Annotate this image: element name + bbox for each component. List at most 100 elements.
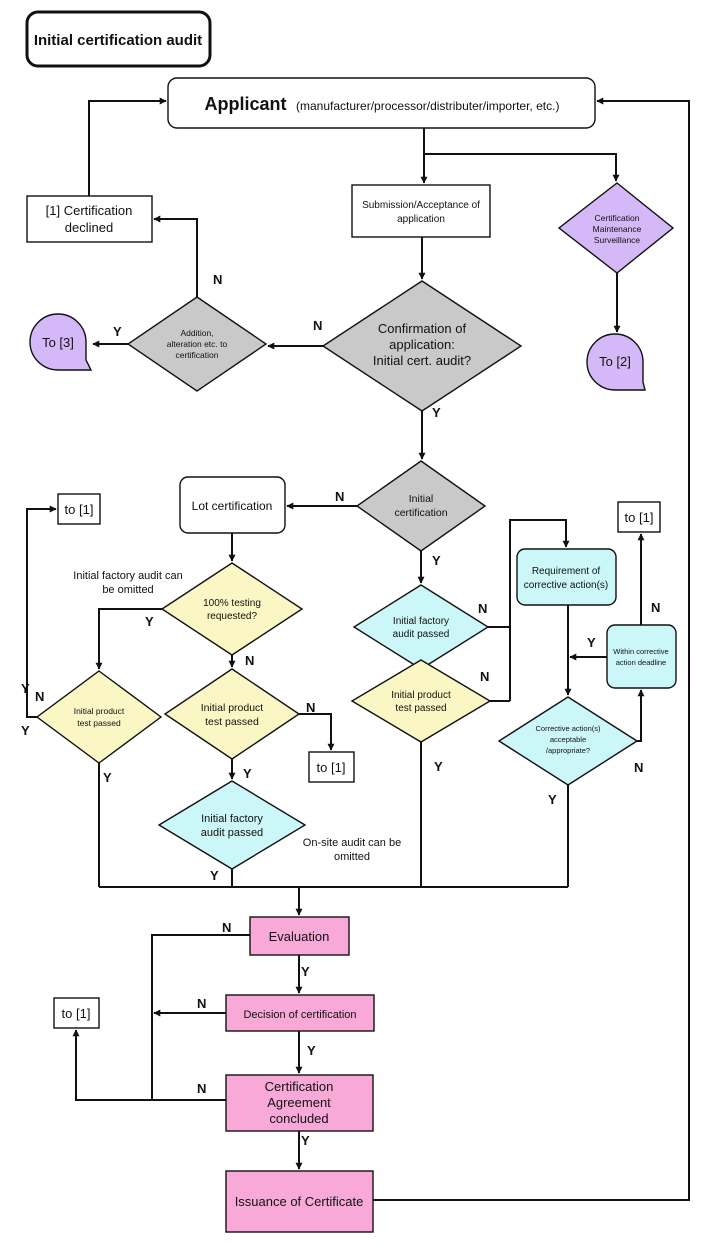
to3-label: To [3] <box>42 335 74 350</box>
initial-cert-line-1: Initial <box>409 493 434 505</box>
product-test-right-node: Initial product test passed <box>350 659 492 743</box>
edge-label-n: N <box>335 489 344 504</box>
onsite-note-2: omitted <box>334 851 370 863</box>
addition-line-3: certification <box>176 350 219 360</box>
to1-label-d: to [1] <box>62 1006 91 1021</box>
edge-label-y: Y <box>307 1043 316 1058</box>
to1-box-bottom: to [1] <box>53 997 100 1029</box>
evaluation-label: Evaluation <box>269 929 330 944</box>
title-box: Initial certification audit <box>25 10 212 68</box>
product-right-line-1: Initial product <box>391 690 451 701</box>
edge-label-n: N <box>222 920 231 935</box>
factory-audit-right-node: Initial factory audit passed <box>352 584 490 670</box>
edge-label-y: Y <box>301 1133 310 1148</box>
page-title: Initial certification audit <box>34 32 202 49</box>
corrective-ok-line-1: Corrective action(s) <box>535 724 601 733</box>
confirmation-node: Confirmation of application: Initial cer… <box>321 280 523 412</box>
edge-label-n: N <box>35 689 44 704</box>
to2-connector: To [2] <box>586 333 646 391</box>
edge-label-y: Y <box>432 553 441 568</box>
evaluation-node: Evaluation <box>249 916 350 956</box>
edge-label-y: Y <box>103 770 112 785</box>
onsite-note-1: On-site audit can be <box>303 837 401 849</box>
to1-label-b: to [1] <box>625 510 654 525</box>
edge-label-n: N <box>480 669 489 684</box>
factory-audit-mid-node: Initial factory audit passed <box>157 780 307 870</box>
edge-label-y: Y <box>21 723 30 738</box>
applicant-node: Applicant (manufacturer/processor/distri… <box>167 77 596 129</box>
corrective-req-line-2: corrective action(s) <box>524 580 608 591</box>
edge-label-n: N <box>197 1081 206 1096</box>
factory-omit-note-2: be omitted <box>102 584 153 596</box>
edge-label-n: N <box>197 996 206 1011</box>
edge-label-n: N <box>634 760 643 775</box>
product-test-left-node: Initial product test passed <box>35 670 163 764</box>
addition-line-1: Addition, <box>180 328 213 338</box>
connectors <box>26 97 690 1201</box>
edge-label-y: Y <box>432 405 441 420</box>
to1-label-a: to [1] <box>65 502 94 517</box>
edge-label-y: Y <box>243 766 252 781</box>
to2-label: To [2] <box>599 354 631 369</box>
edge-label-y: Y <box>301 964 310 979</box>
addition-node: Addition, alteration etc. to certificati… <box>126 296 268 392</box>
product-left-line-1: Initial product <box>74 706 125 716</box>
initial-cert-line-2: certification <box>394 507 447 519</box>
to1-box-middle: to [1] <box>308 751 355 783</box>
corrective-ok-line-2: acceptable <box>550 735 586 744</box>
declined-line-1: [1] Certification <box>46 203 133 218</box>
edge-label-n: N <box>651 600 660 615</box>
to3-connector: To [3] <box>29 313 93 371</box>
edge-label-y: Y <box>210 868 219 883</box>
applicant-main: Applicant <box>205 94 287 114</box>
certification-declined-node: [1] Certification declined <box>26 195 153 243</box>
edge-label-n: N <box>306 700 315 715</box>
testing-line-1: 100% testing <box>203 598 261 609</box>
corrective-acceptable-node: Corrective action(s) acceptable /appropr… <box>497 696 639 786</box>
edge-label-n: N <box>213 272 222 287</box>
testing-requested-node: 100% testing requested? <box>160 562 304 656</box>
edge-label-y: Y <box>145 614 154 629</box>
to1-box-top-left: to [1] <box>57 493 101 525</box>
edge-label-n: N <box>313 318 322 333</box>
edge-label-y: Y <box>587 635 596 650</box>
lot-cert-label: Lot certification <box>192 499 273 513</box>
submission-line-2: application <box>397 214 445 225</box>
decision-label: Decision of certification <box>243 1009 356 1021</box>
edge-label-y: Y <box>21 681 30 696</box>
testing-line-2: requested? <box>207 611 257 622</box>
edge-label-n: N <box>478 601 487 616</box>
product-mid-line-1: Initial product <box>201 702 264 714</box>
decision-node: Decision of certification <box>225 994 375 1032</box>
addition-line-2: alteration etc. to <box>167 339 228 349</box>
to1-label-c: to [1] <box>317 760 346 775</box>
product-left-line-2: test passed <box>77 718 121 728</box>
within-deadline-node: Within corrective action deadline <box>606 624 677 689</box>
issuance-node: Issuance of Certificate <box>225 1170 374 1233</box>
confirmation-line-2: application: <box>389 337 455 352</box>
product-test-mid-node: Initial product test passed <box>163 668 301 760</box>
factory-omit-note-1: Initial factory audit can <box>73 570 182 582</box>
declined-line-2: declined <box>65 220 113 235</box>
agreement-node: Certification Agreement concluded <box>225 1074 374 1132</box>
corrective-req-line-1: Requirement of <box>532 566 601 577</box>
factory-mid-line-1: Initial factory <box>201 813 263 825</box>
maintenance-line-1: Certification <box>595 213 640 223</box>
confirmation-line-1: Confirmation of <box>378 321 467 336</box>
product-mid-line-2: test passed <box>205 716 259 728</box>
agreement-line-1: Certification <box>265 1079 334 1094</box>
maintenance-node: Certification Maintenance Surveillance <box>557 182 675 274</box>
maintenance-line-2: Maintenance <box>593 224 642 234</box>
edge-label-n: N <box>245 653 254 668</box>
product-right-line-2: test passed <box>395 703 446 714</box>
to1-box-top-right: to [1] <box>617 501 661 533</box>
applicant-label: Applicant (manufacturer/processor/distri… <box>205 94 560 114</box>
edge-label-y: Y <box>434 759 443 774</box>
edge-label-y: Y <box>548 792 557 807</box>
deadline-line-1: Within corrective <box>613 647 668 656</box>
factory-mid-line-2: audit passed <box>201 827 263 839</box>
issuance-label: Issuance of Certificate <box>235 1194 364 1209</box>
corrective-ok-line-3: /appropriate? <box>546 746 590 755</box>
corrective-requirement-node: Requirement of corrective action(s) <box>516 548 617 606</box>
applicant-sub: (manufacturer/processor/distributer/impo… <box>296 99 559 113</box>
